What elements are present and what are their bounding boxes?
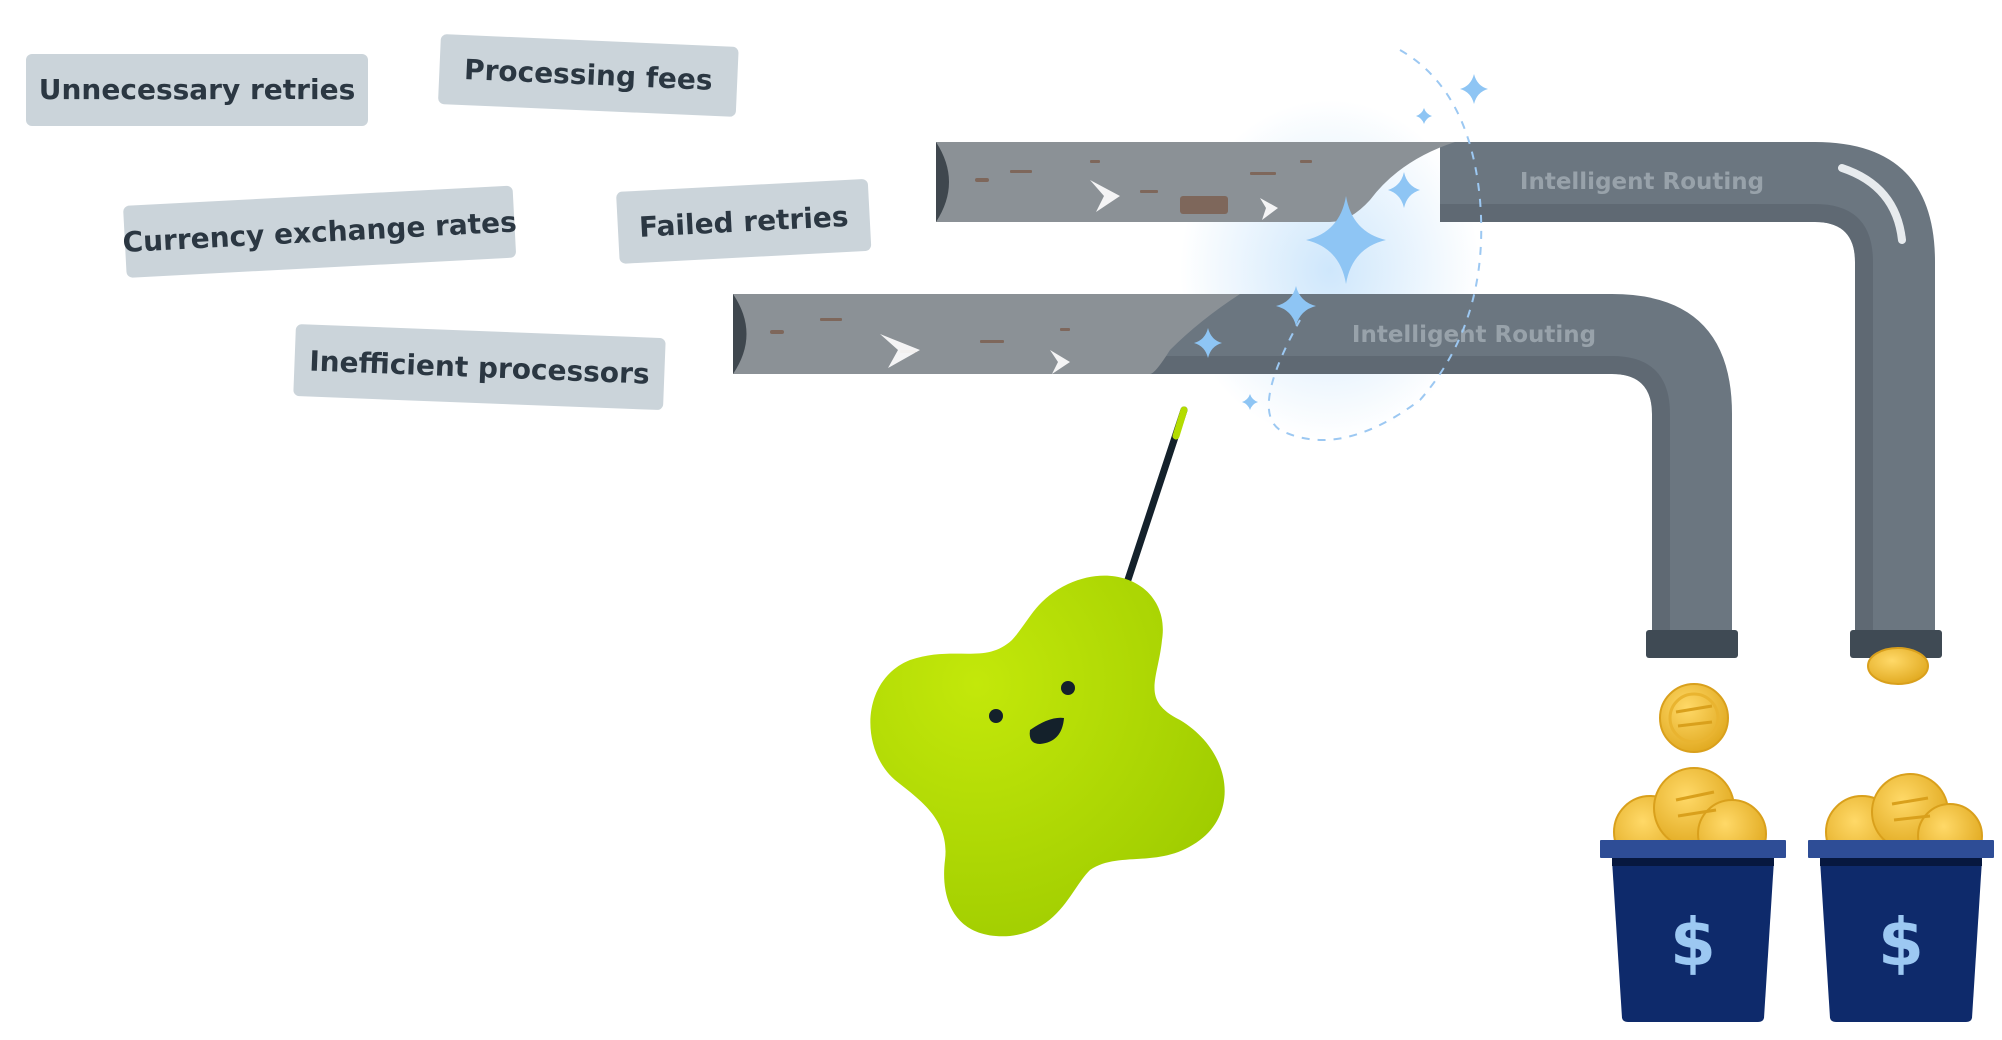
dollar-sign: $ bbox=[1878, 904, 1924, 981]
mascot-mouth bbox=[1029, 717, 1064, 744]
sparkle-icon bbox=[1194, 328, 1222, 358]
mascot-eye bbox=[989, 709, 1003, 723]
cost-tag-inefficient-processors: Inefficient processors bbox=[293, 324, 666, 410]
magic-wand-icon bbox=[1114, 406, 1188, 614]
pipe-bottom: Intelligent Routing bbox=[733, 294, 1738, 658]
pipe-label: Intelligent Routing bbox=[1520, 169, 1764, 195]
pipe-label: Intelligent Routing bbox=[1352, 322, 1596, 348]
pipe-top: Intelligent Routing bbox=[936, 142, 1942, 658]
mascot-blob bbox=[870, 575, 1225, 937]
sparkle-icon bbox=[1388, 172, 1420, 208]
money-bucket-left: $ bbox=[1600, 767, 1786, 1022]
cost-tag-unnecessary-retries: Unnecessary retries bbox=[26, 54, 368, 126]
cost-tag-processing-fees: Processing fees bbox=[438, 34, 739, 117]
sparkle-icon bbox=[1460, 74, 1488, 104]
dollar-sign: $ bbox=[1670, 904, 1716, 981]
coin-icon bbox=[1867, 647, 1929, 685]
cost-tag-failed-retries: Failed retries bbox=[616, 179, 872, 264]
sparkle-icon bbox=[1306, 196, 1386, 284]
money-bucket-right: $ bbox=[1808, 773, 1994, 1022]
mascot-eye bbox=[1061, 681, 1075, 695]
coin-icon bbox=[1659, 683, 1729, 753]
sparkle-icon bbox=[1242, 394, 1258, 410]
cost-tag-label: Unnecessary retries bbox=[39, 73, 355, 106]
cost-tag-currency-exchange-rates: Currency exchange rates bbox=[122, 185, 518, 278]
sparkle-icon bbox=[1276, 286, 1316, 326]
sparkle-icon bbox=[1416, 108, 1432, 124]
